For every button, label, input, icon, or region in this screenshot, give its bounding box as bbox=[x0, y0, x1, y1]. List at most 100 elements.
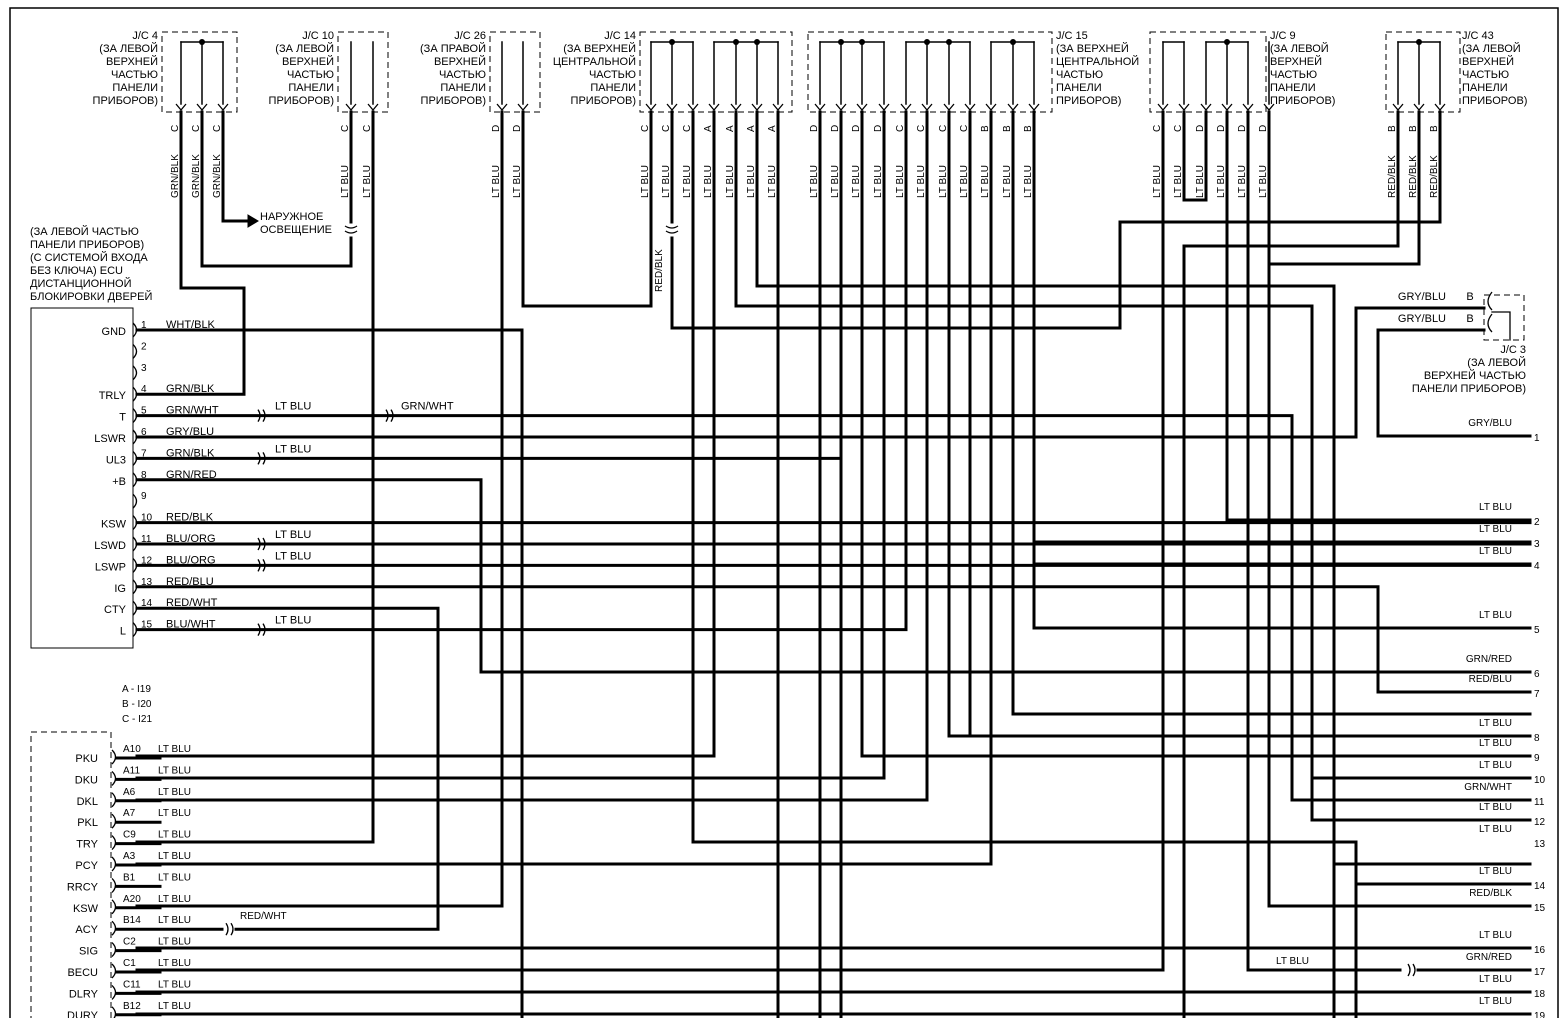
ecu-title-line: ПАНЕЛИ ПРИБОРОВ) bbox=[30, 239, 144, 251]
lower-pin-arrow bbox=[111, 749, 117, 765]
jc-title-line: ВЕРХНЕЙ bbox=[434, 55, 486, 68]
jc-title-line: ПАНЕЛИ bbox=[1056, 82, 1102, 94]
ecu-wire-color: GRN/WHT bbox=[166, 405, 219, 417]
terminal-wire-color: GRN/RED bbox=[1466, 654, 1512, 665]
jc-pin-arrow bbox=[687, 103, 699, 112]
jc-pin-arrow bbox=[772, 103, 784, 112]
wire-color-label: LT BLU bbox=[275, 401, 311, 413]
lower-pin-name: PKU bbox=[75, 753, 98, 765]
jc-title-line: ЧАСТЬЮ bbox=[111, 69, 158, 81]
inline-connector bbox=[230, 922, 234, 936]
jc-wire-color: LT BLU bbox=[491, 165, 502, 198]
ecu-pin-num: 15 bbox=[141, 620, 153, 631]
terminal-wire-color: LT BLU bbox=[1479, 974, 1512, 985]
jc-wire-color: RED/BLK bbox=[1429, 155, 1440, 198]
jc-pin-letter: C bbox=[640, 125, 651, 132]
lower-wire-color: LT BLU bbox=[158, 979, 191, 990]
jc-pin-letter: C bbox=[340, 125, 351, 132]
jc-wire-color: LT BLU bbox=[682, 165, 693, 198]
jc-pin-arrow bbox=[517, 103, 529, 112]
ecu-pin-arrow bbox=[132, 557, 138, 573]
terminal-number: 6 bbox=[1534, 669, 1540, 680]
lower-pin-name: RRCY bbox=[67, 881, 99, 893]
jc-wire-color: LT BLU bbox=[980, 165, 991, 198]
jc-wire-color: LT BLU bbox=[661, 165, 672, 198]
terminal-wire-color: GRY/BLU bbox=[1468, 418, 1512, 429]
jc-wire-color: LT BLU bbox=[512, 165, 523, 198]
terminal-number: 2 bbox=[1534, 517, 1540, 528]
terminal-wire-color: LT BLU bbox=[1479, 738, 1512, 749]
jc-wire-color: LT BLU bbox=[809, 165, 820, 198]
junction-dot bbox=[1224, 39, 1230, 45]
lower-pin-name: BECU bbox=[67, 967, 98, 979]
lower-pin-name: PCY bbox=[75, 860, 98, 872]
lower-wire-color: LT BLU bbox=[158, 1001, 191, 1012]
jc-outline bbox=[489, 31, 541, 113]
wire-trly bbox=[135, 110, 246, 396]
terminal-wire-color: LT BLU bbox=[1479, 802, 1512, 813]
jc-pin-letter: D bbox=[851, 125, 862, 132]
inline-connector bbox=[257, 537, 261, 551]
terminal-wire-color: LT BLU bbox=[1479, 610, 1512, 621]
ecu-pin-num: 1 bbox=[141, 320, 147, 331]
ecu-pin-name: CTY bbox=[104, 604, 127, 616]
jc-title-line: J/C 14 bbox=[604, 30, 636, 42]
exterior-light-label: ОСВЕЩЕНИЕ bbox=[260, 224, 332, 236]
lower-pin-arrow bbox=[111, 792, 117, 808]
ecu-pin-arrow bbox=[132, 493, 138, 509]
jc-wire-color: LT BLU bbox=[1258, 165, 1269, 198]
lower-wire-color: LT BLU bbox=[158, 808, 191, 819]
ecu-wire-color: RED/BLU bbox=[166, 576, 214, 588]
wire-jc15-b3 bbox=[1032, 110, 1532, 630]
jc-pin-letter: C bbox=[362, 125, 373, 132]
wire-lswr bbox=[135, 306, 1486, 439]
wire-jc26-d2 bbox=[521, 110, 653, 308]
jc-outline bbox=[807, 31, 1053, 113]
wire-jc4-c3 bbox=[221, 110, 250, 223]
wire-jc26-d1 bbox=[135, 110, 504, 908]
lower-pin-name: DKL bbox=[77, 796, 98, 808]
jc-pin-letter: C bbox=[938, 125, 949, 132]
lower-wire-color: LT BLU bbox=[158, 787, 191, 798]
jc-wire-color: LT BLU bbox=[1195, 165, 1206, 198]
jc-title-line: ЦЕНТРАЛЬНОЙ bbox=[1056, 55, 1139, 68]
jc-pin-letter: D bbox=[1258, 125, 1269, 132]
jc-pin-letter: C bbox=[1152, 125, 1163, 132]
ecu-pin-name: +B bbox=[112, 476, 126, 488]
jc-pin-arrow bbox=[900, 103, 912, 112]
ecu-wire-color: GRY/BLU bbox=[166, 426, 214, 438]
ecu-pin-arrow bbox=[132, 579, 138, 595]
jc-title-line: J/C 26 bbox=[454, 30, 486, 42]
inline-connector bbox=[257, 559, 261, 572]
legend-line: B - I20 bbox=[122, 699, 152, 710]
jc-wire-color: LT BLU bbox=[746, 165, 757, 198]
wire-plus-b bbox=[135, 478, 1532, 674]
lower-wire-color: LT BLU bbox=[158, 958, 191, 969]
jc-wire-color: LT BLU bbox=[959, 165, 970, 198]
lower-wire-color: LT BLU bbox=[158, 765, 191, 776]
terminal-number: 3 bbox=[1534, 539, 1540, 550]
jc-wire-color: LT BLU bbox=[1023, 165, 1034, 198]
jc-wire-color: LT BLU bbox=[916, 165, 927, 198]
lower-pin-id: A10 bbox=[123, 744, 141, 755]
inline-connector bbox=[344, 230, 358, 234]
jc-pin-letter: B bbox=[1002, 125, 1013, 132]
wire-gnd bbox=[135, 328, 524, 1018]
jc-pin-letter: B bbox=[1408, 125, 1419, 132]
wire-color-label: LT BLU bbox=[275, 550, 311, 562]
jc-pin-letter: A bbox=[725, 125, 736, 132]
jc-outline bbox=[639, 31, 793, 113]
jc-title-line: ПРИБОРОВ) bbox=[571, 95, 636, 107]
terminal-number: 9 bbox=[1534, 753, 1540, 764]
junction-dot bbox=[946, 39, 952, 45]
jc-wire-color: LT BLU bbox=[873, 165, 884, 198]
inline-connector bbox=[225, 922, 229, 936]
jc3-title-line: ПАНЕЛИ ПРИБОРОВ) bbox=[1412, 383, 1526, 395]
jc-outline bbox=[1149, 31, 1267, 113]
ecu-pin-name: KSW bbox=[101, 519, 127, 531]
terminal-number: 4 bbox=[1534, 561, 1540, 572]
jc-title-line: ПРИБОРОВ) bbox=[93, 95, 158, 107]
jc-title-line: J/C 4 bbox=[132, 30, 158, 42]
ecu-pin-name: LSWD bbox=[94, 540, 126, 552]
